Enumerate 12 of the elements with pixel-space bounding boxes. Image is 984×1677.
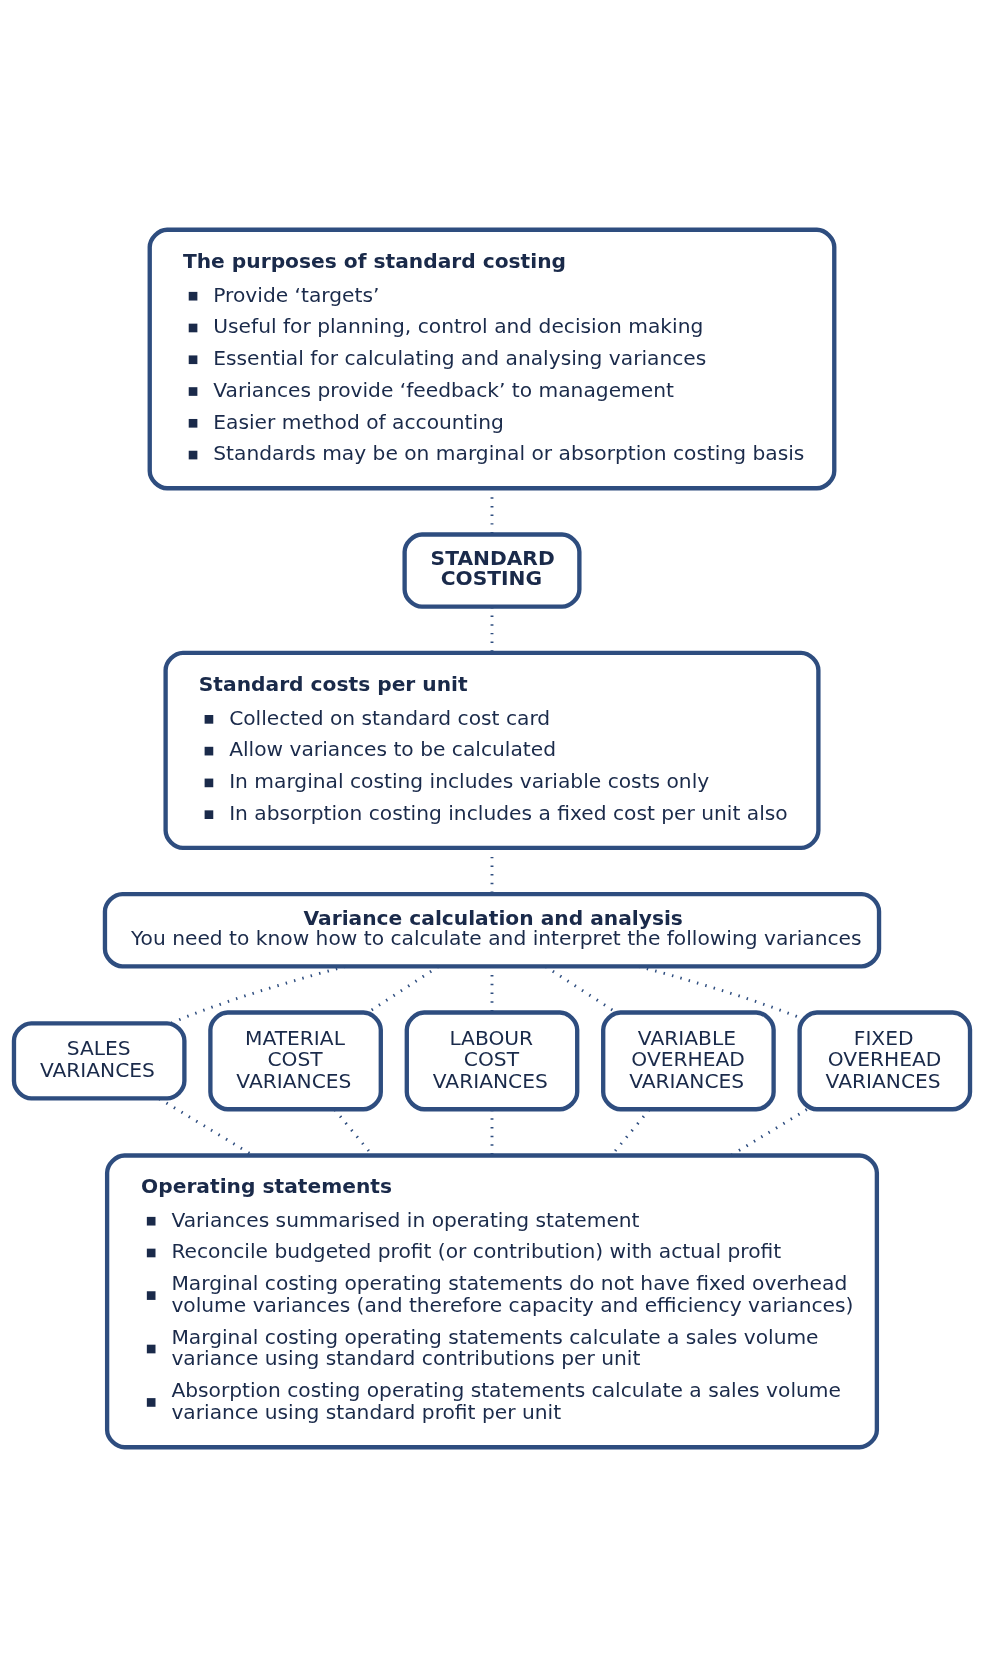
node-box: SALES VARIANCES: [11, 1021, 187, 1101]
connector: [730, 1108, 808, 1157]
node-box: Operating statements Variances summarised in operating statement Reconcile budgeted profit (or contribution) with actual profit Marginal costing operating statements do not have fixed overhead volume variances (and therefore capacity and efficiency variances) Marginal costing operating statements calculate a sales volume variance using standard contributions per unit Absorption costing operating statements calculate a sales volume variance using standard profit per unit: [104, 1153, 880, 1450]
node-box: MATERIAL COST VARIANCES: [208, 1010, 383, 1112]
node-box: Variance calculation and analysis You need to know how to calculate and interpret the following variances: [102, 891, 882, 969]
node-box: The purposes of standard costing Provide ‘targets’ Useful for planning, control and decision making Essential for calculating and analysing variances Variances provide ‘feedback’ to management Easier method of accounting Standards may be on marginal or absorption costing basis: [147, 227, 837, 491]
connector: [170, 965, 346, 1025]
node-box: LABOUR COST VARIANCES: [404, 1010, 580, 1112]
node-box: STANDARD COSTING: [402, 532, 582, 609]
node-box: Standard costs per unit Collected on standard cost card Allow variances to be calculated In marginal costing includes variable costs only In absorption costing includes a fixed cost per unit also: [163, 650, 821, 851]
node-box: VARIABLE OVERHEAD VARIANCES: [601, 1010, 776, 1112]
node-box: FIXED OVERHEAD VARIANCES: [797, 1010, 973, 1112]
